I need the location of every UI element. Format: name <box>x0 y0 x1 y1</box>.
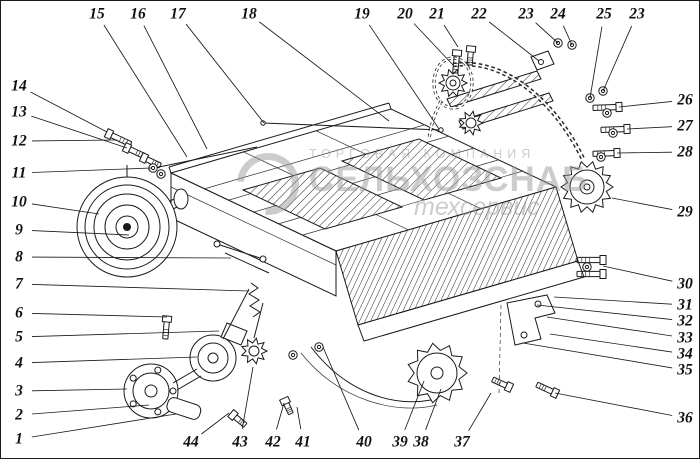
bolt <box>465 45 477 66</box>
callout-8: 8 <box>15 248 23 266</box>
callout-2: 2 <box>15 406 23 424</box>
callout-7: 7 <box>15 275 23 293</box>
tension-spring <box>248 282 261 318</box>
callout-25: 25 <box>596 5 612 23</box>
callout-26: 26 <box>677 91 693 109</box>
bolt <box>600 123 631 135</box>
callout-15: 15 <box>89 5 105 23</box>
callout-28: 28 <box>677 143 693 161</box>
callout-23: 23 <box>518 5 534 23</box>
callout-41: 41 <box>295 433 311 451</box>
support-bracket <box>506 294 556 346</box>
bolt <box>491 376 515 394</box>
callout-4: 4 <box>15 354 23 372</box>
callout-18: 18 <box>241 5 257 23</box>
callout-30: 30 <box>677 275 693 293</box>
washer <box>156 169 166 179</box>
callout-24: 24 <box>550 5 566 23</box>
washer <box>602 108 612 118</box>
bolt <box>227 408 248 428</box>
callout-5: 5 <box>15 328 23 346</box>
pedal-plate <box>166 397 202 420</box>
callout-3: 3 <box>15 382 23 400</box>
callout-leader-lines <box>30 21 673 438</box>
sprocket-gear <box>240 337 269 365</box>
driven-pulley <box>189 334 237 382</box>
callout-38: 38 <box>413 433 429 451</box>
machine-body <box>76 50 586 420</box>
sprocket-gear <box>437 68 469 98</box>
callout-43: 43 <box>232 433 248 451</box>
callout-19: 19 <box>354 5 370 23</box>
bolt <box>535 381 561 400</box>
callout-27: 27 <box>677 117 693 135</box>
washer <box>288 350 298 360</box>
bolt <box>161 315 173 340</box>
callout-12: 12 <box>11 132 27 150</box>
drive-pulley <box>76 165 178 278</box>
callout-37: 37 <box>454 433 470 451</box>
callout-44: 44 <box>183 433 199 451</box>
callout-33: 33 <box>677 329 693 347</box>
callout-11: 11 <box>11 164 27 182</box>
bolt <box>278 395 294 416</box>
mount-bracket <box>220 322 248 346</box>
sprockets <box>240 68 614 404</box>
callout-31: 31 <box>677 296 693 314</box>
callout-21: 21 <box>429 5 445 23</box>
bolt <box>576 255 607 265</box>
callout-42: 42 <box>265 433 281 451</box>
bolt <box>451 49 463 74</box>
deck-grate-panel <box>241 167 404 230</box>
callout-36: 36 <box>677 409 693 427</box>
callout-39: 39 <box>392 433 408 451</box>
callout-29: 29 <box>677 203 693 221</box>
callout-14: 14 <box>11 77 27 95</box>
callout-17: 17 <box>170 5 186 23</box>
sprocket-gear <box>407 342 468 404</box>
washer <box>582 262 592 272</box>
washer <box>596 152 606 162</box>
callout-23: 23 <box>629 5 645 23</box>
callout-9: 9 <box>15 221 23 239</box>
callout-35: 35 <box>677 361 693 379</box>
callout-13: 13 <box>11 103 27 121</box>
callout-20: 20 <box>397 5 413 23</box>
callout-6: 6 <box>15 304 23 322</box>
washer <box>608 128 618 138</box>
callout-16: 16 <box>130 5 146 23</box>
sprocket-gear <box>458 109 485 137</box>
sprocket-gear <box>560 160 614 214</box>
callout-32: 32 <box>677 312 693 330</box>
brake-disc <box>123 363 179 419</box>
callout-40: 40 <box>356 433 372 451</box>
washer <box>314 342 324 352</box>
deck-grate-panel <box>340 138 503 201</box>
callout-22: 22 <box>471 5 487 23</box>
callout-34: 34 <box>677 345 693 363</box>
callout-1: 1 <box>15 430 23 448</box>
callout-10: 10 <box>11 193 27 211</box>
